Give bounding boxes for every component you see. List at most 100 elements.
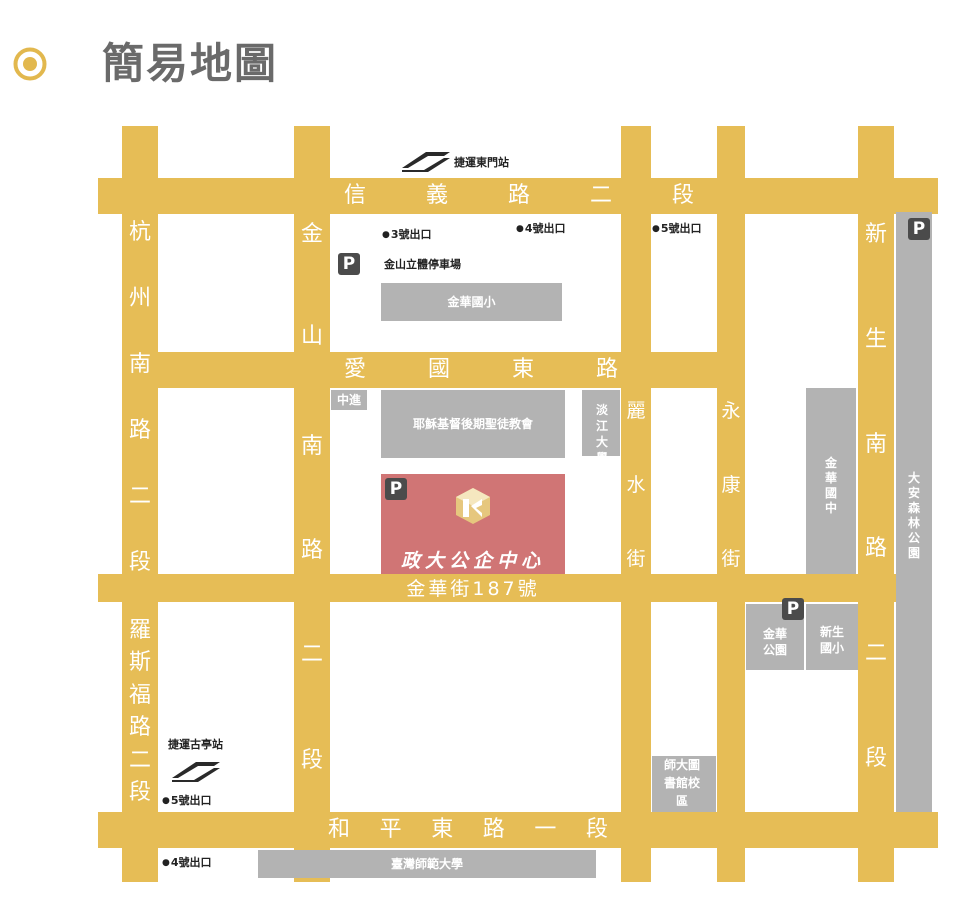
- street-label-jinshan: 金 山: [294, 224, 330, 348]
- landmark-tamkang-label: 淡江大學: [595, 403, 608, 465]
- page-title: 簡易地圖: [102, 39, 279, 88]
- street-char: 杭: [128, 220, 151, 245]
- street-char: 二: [128, 484, 151, 509]
- street-char: 路: [128, 715, 151, 741]
- landmark-xinsheng-elementary-label: 新生國小: [819, 625, 844, 655]
- landmark-jinhua-park-label: 金華公園: [762, 627, 787, 657]
- street-char: 街: [721, 548, 741, 570]
- landmark-church: [381, 390, 565, 458]
- street-char: 街: [626, 548, 646, 570]
- street-char: 義: [425, 183, 448, 208]
- exit-5-bottom-label: 5號出口: [162, 794, 212, 808]
- road-aiguo: [122, 352, 732, 388]
- street-char: 信: [344, 183, 367, 208]
- landmark-ntnu-library-label: 師大圖書館校區: [663, 758, 700, 808]
- mrt-dongmen-label: 捷運東門站: [454, 156, 509, 169]
- landmark-church-label: 耶穌基督後期聖徒教會: [412, 417, 533, 431]
- street-label-jinshan-2: 二 段: [294, 644, 330, 772]
- street-label-hangzhou: 杭 州 南 路 二 段: [122, 222, 158, 574]
- street-char: 和: [328, 817, 351, 842]
- mrt-guting-label: 捷運古亭站: [168, 738, 223, 751]
- landmark-xinsheng-elementary: [806, 604, 858, 670]
- street-label-xinyi: 信 義 路 二 段: [344, 185, 694, 207]
- street-char: 段: [128, 779, 151, 805]
- center-logo-icon: [456, 488, 490, 524]
- landmark-jinhua-elementary: [381, 283, 562, 321]
- street-char: 路: [300, 538, 323, 563]
- street-char: 康: [721, 474, 741, 496]
- street-char: 福: [128, 682, 151, 708]
- street-char: 東: [431, 817, 454, 842]
- road-roosevelt: [122, 616, 158, 812]
- street-char: 路: [595, 357, 618, 382]
- parking-icon: P: [385, 478, 407, 500]
- street-char: 水: [626, 474, 646, 496]
- street-char: 段: [585, 817, 608, 842]
- street-char: 南: [128, 352, 151, 377]
- landmark-zhongzhun: [331, 390, 367, 410]
- street-char: 二: [128, 747, 151, 773]
- landmark-ntnu-library: [652, 756, 716, 812]
- street-char: 生: [864, 326, 887, 352]
- street-char: 東: [511, 357, 534, 382]
- landmark-zhongzhun-label: 中進: [336, 393, 361, 407]
- exit-5-top-label: 5號出口: [652, 222, 702, 236]
- venue-name: 政大公企中心: [400, 550, 545, 572]
- target-icon: [13, 47, 47, 81]
- street-char: 山: [300, 324, 323, 349]
- street-char: 路: [864, 536, 887, 562]
- road-heping: [98, 812, 938, 848]
- street-char: 路: [128, 418, 151, 443]
- road-yongkang: [717, 126, 745, 882]
- street-char: 南: [300, 434, 323, 459]
- street-char: 斯: [128, 650, 151, 676]
- exit-4-bottom-label: 4號出口: [162, 856, 212, 870]
- street-char: 國: [427, 357, 450, 382]
- street-char: 段: [671, 183, 694, 208]
- street-label-jinhua: 金華街187號: [406, 578, 540, 600]
- road-xinsheng: [858, 126, 894, 882]
- street-label-aiguo: 愛 國 東 路: [344, 359, 618, 381]
- mrt-icon: [172, 762, 220, 782]
- street-char: 路: [507, 183, 530, 208]
- street-char: 段: [128, 550, 151, 575]
- street-label-lishui: 麗 水 街: [621, 400, 651, 570]
- street-char: 二: [864, 641, 887, 667]
- street-label-jinshan-south: 南 路: [294, 436, 330, 562]
- street-label-yongkang: 永 康 街: [717, 400, 745, 570]
- street-label-xinsheng: 新 生 南 路 二 段: [858, 224, 894, 770]
- jinshan-parking-label: 金山立體停車場: [384, 258, 461, 271]
- parking-icon: P: [908, 218, 930, 240]
- landmark-jinhua-junior-high-label: 金華國中: [824, 456, 837, 515]
- street-label-heping: 和 平 東 路 一 段: [328, 819, 608, 841]
- parking-icon: P: [782, 598, 804, 620]
- street-char: 南: [864, 431, 887, 457]
- landmark-daan-park-label: 大安森林公園: [907, 471, 920, 560]
- landmark-jinhua-junior-high: [806, 388, 856, 574]
- location-map: 金華國小 中進 耶穌基督後期聖徒教會 淡江大學 金華國中 大安森林公園 金華公園…: [98, 126, 938, 882]
- landmark-jinhua-elementary-label: 金華國小: [447, 295, 496, 309]
- street-char: 平: [379, 817, 402, 842]
- exit-4-top-label: 4號出口: [516, 222, 566, 236]
- street-char: 州: [128, 286, 151, 311]
- street-char: 二: [300, 642, 323, 667]
- landmark-daan-park: [896, 212, 932, 812]
- road-jinshan: [294, 126, 330, 882]
- landmark-tamkang: [582, 390, 620, 456]
- mrt-icon: [402, 152, 450, 172]
- street-label-roosevelt: 羅 斯 福 路 二 段: [122, 620, 158, 804]
- road-lishui: [621, 126, 651, 882]
- road-xinyi: [98, 178, 938, 214]
- street-char: 路: [482, 817, 505, 842]
- landmark-ntnu: [258, 850, 596, 878]
- street-char: 段: [300, 748, 323, 773]
- street-char: 二: [589, 183, 612, 208]
- street-char: 羅: [128, 618, 151, 643]
- street-char: 金: [300, 222, 323, 247]
- exit-3-label: 3號出口: [382, 228, 432, 242]
- street-char: 段: [864, 745, 887, 771]
- street-char: 永: [721, 400, 741, 422]
- road-jinhua: [98, 574, 898, 602]
- parking-icon: P: [338, 253, 360, 275]
- street-char: 愛: [344, 357, 367, 382]
